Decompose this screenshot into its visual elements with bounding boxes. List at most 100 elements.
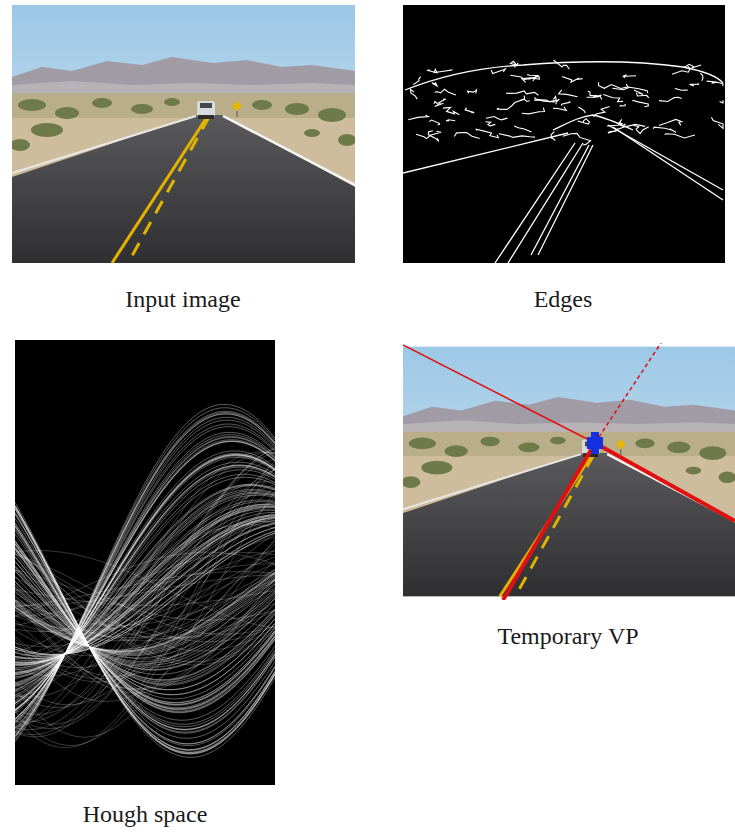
edge-stroke: [551, 132, 556, 141]
hough-curve: [15, 494, 275, 685]
hough-curve: [15, 452, 275, 729]
edge-stroke: [594, 107, 610, 117]
hough-curve: [15, 498, 275, 705]
hough-curve: [15, 512, 275, 745]
edge-stroke: [434, 101, 444, 106]
hough-curve: [15, 462, 275, 705]
hough-curve: [15, 469, 275, 725]
hough-curve: [15, 485, 275, 697]
edge-stroke: [432, 82, 437, 86]
edge-stroke: [499, 134, 535, 138]
edge-stroke: [620, 104, 625, 106]
edge-stroke: [465, 108, 474, 113]
hough-curve: [15, 448, 275, 737]
hough-curve: [15, 404, 275, 741]
hough-curve: [15, 514, 275, 744]
panel-caption: Hough space: [83, 800, 208, 829]
hough-curve: [15, 408, 275, 740]
edge-stroke: [486, 122, 496, 126]
panel-caption: Edges: [534, 285, 593, 314]
edge-stroke: [522, 76, 540, 82]
edge-stroke: [476, 129, 498, 138]
hough-curve: [15, 579, 275, 688]
hough-accumulator: [15, 340, 275, 785]
hough-curve: [15, 449, 275, 735]
edge-stroke: [676, 89, 688, 91]
edge-stroke: [720, 100, 723, 103]
hough-curve: [15, 552, 275, 616]
edge-stroke: [636, 93, 648, 98]
edge-stroke: [555, 99, 559, 104]
edge-stroke: [561, 102, 570, 106]
edge-stroke: [632, 100, 648, 106]
hough-curve: [15, 521, 275, 659]
edge-map: [403, 5, 725, 263]
hough-curve: [15, 534, 275, 720]
hough-curve: [15, 550, 275, 656]
hough-curve: [15, 521, 275, 657]
hough-curve: [15, 541, 275, 682]
hough-curve: [15, 509, 275, 750]
edge-stroke: [446, 120, 455, 121]
panel-caption: Input image: [125, 285, 240, 314]
edge-stroke: [683, 64, 701, 68]
edge-stroke: [634, 90, 643, 94]
edge-stroke: [623, 75, 636, 78]
edge-stroke: [653, 127, 676, 132]
hough-curve: [15, 506, 275, 752]
hough-curve: [15, 427, 275, 729]
edge-stroke: [553, 107, 566, 111]
hough-curve: [15, 518, 275, 738]
hough-curve: [15, 537, 275, 647]
hough-curve: [15, 582, 275, 690]
edge-stroke: [554, 60, 570, 69]
edge-stroke: [659, 97, 682, 101]
hough-curve: [15, 564, 275, 616]
hough-curve: [15, 487, 275, 707]
hough-curve: [15, 524, 275, 659]
edge-stroke: [439, 99, 446, 104]
hough-curve: [15, 452, 275, 727]
hough-curve: [15, 414, 275, 736]
panel-caption: Temporary VP: [497, 622, 638, 651]
edge-stroke: [522, 108, 545, 114]
hough-curve: [15, 468, 275, 745]
edge-stroke: [665, 134, 695, 138]
edge-stroke: [659, 119, 682, 125]
edge-stroke: [563, 133, 591, 145]
hough-curve: [15, 524, 275, 659]
hough-curve: [15, 485, 275, 691]
hough-curve: [15, 507, 275, 753]
edge-stroke: [408, 115, 428, 120]
edge-stroke: [700, 73, 703, 81]
hough-curve: [15, 539, 275, 702]
edge-stroke: [607, 119, 622, 126]
hough-curve: [15, 553, 275, 626]
edge-stroke: [562, 77, 583, 83]
hough-curve: [15, 470, 275, 715]
edge-stroke: [578, 119, 590, 124]
hough-curve: [15, 512, 275, 676]
hough-curve: [15, 579, 275, 665]
vp-marker: [587, 432, 603, 454]
edge-stroke: [603, 95, 623, 102]
hough-curve: [15, 459, 275, 722]
edge-stroke: [527, 75, 538, 79]
edge-stroke: [506, 91, 538, 95]
edge-stroke: [454, 133, 479, 139]
edge-stroke: [707, 81, 723, 86]
edge-stroke: [416, 131, 441, 138]
hough-curve: [15, 514, 275, 744]
edge-stroke: [633, 125, 649, 133]
input-image: [12, 5, 355, 263]
hough-curve: [15, 528, 275, 657]
hough-curve: [15, 509, 275, 750]
hough-curve: [15, 577, 275, 639]
edge-stroke: [511, 61, 519, 67]
hough-curve: [15, 506, 275, 754]
hough-curve: [15, 505, 275, 754]
hough-curve: [15, 452, 275, 727]
hough-curve: [15, 530, 275, 724]
hough-curve: [15, 411, 275, 737]
edge-stroke: [711, 117, 723, 128]
